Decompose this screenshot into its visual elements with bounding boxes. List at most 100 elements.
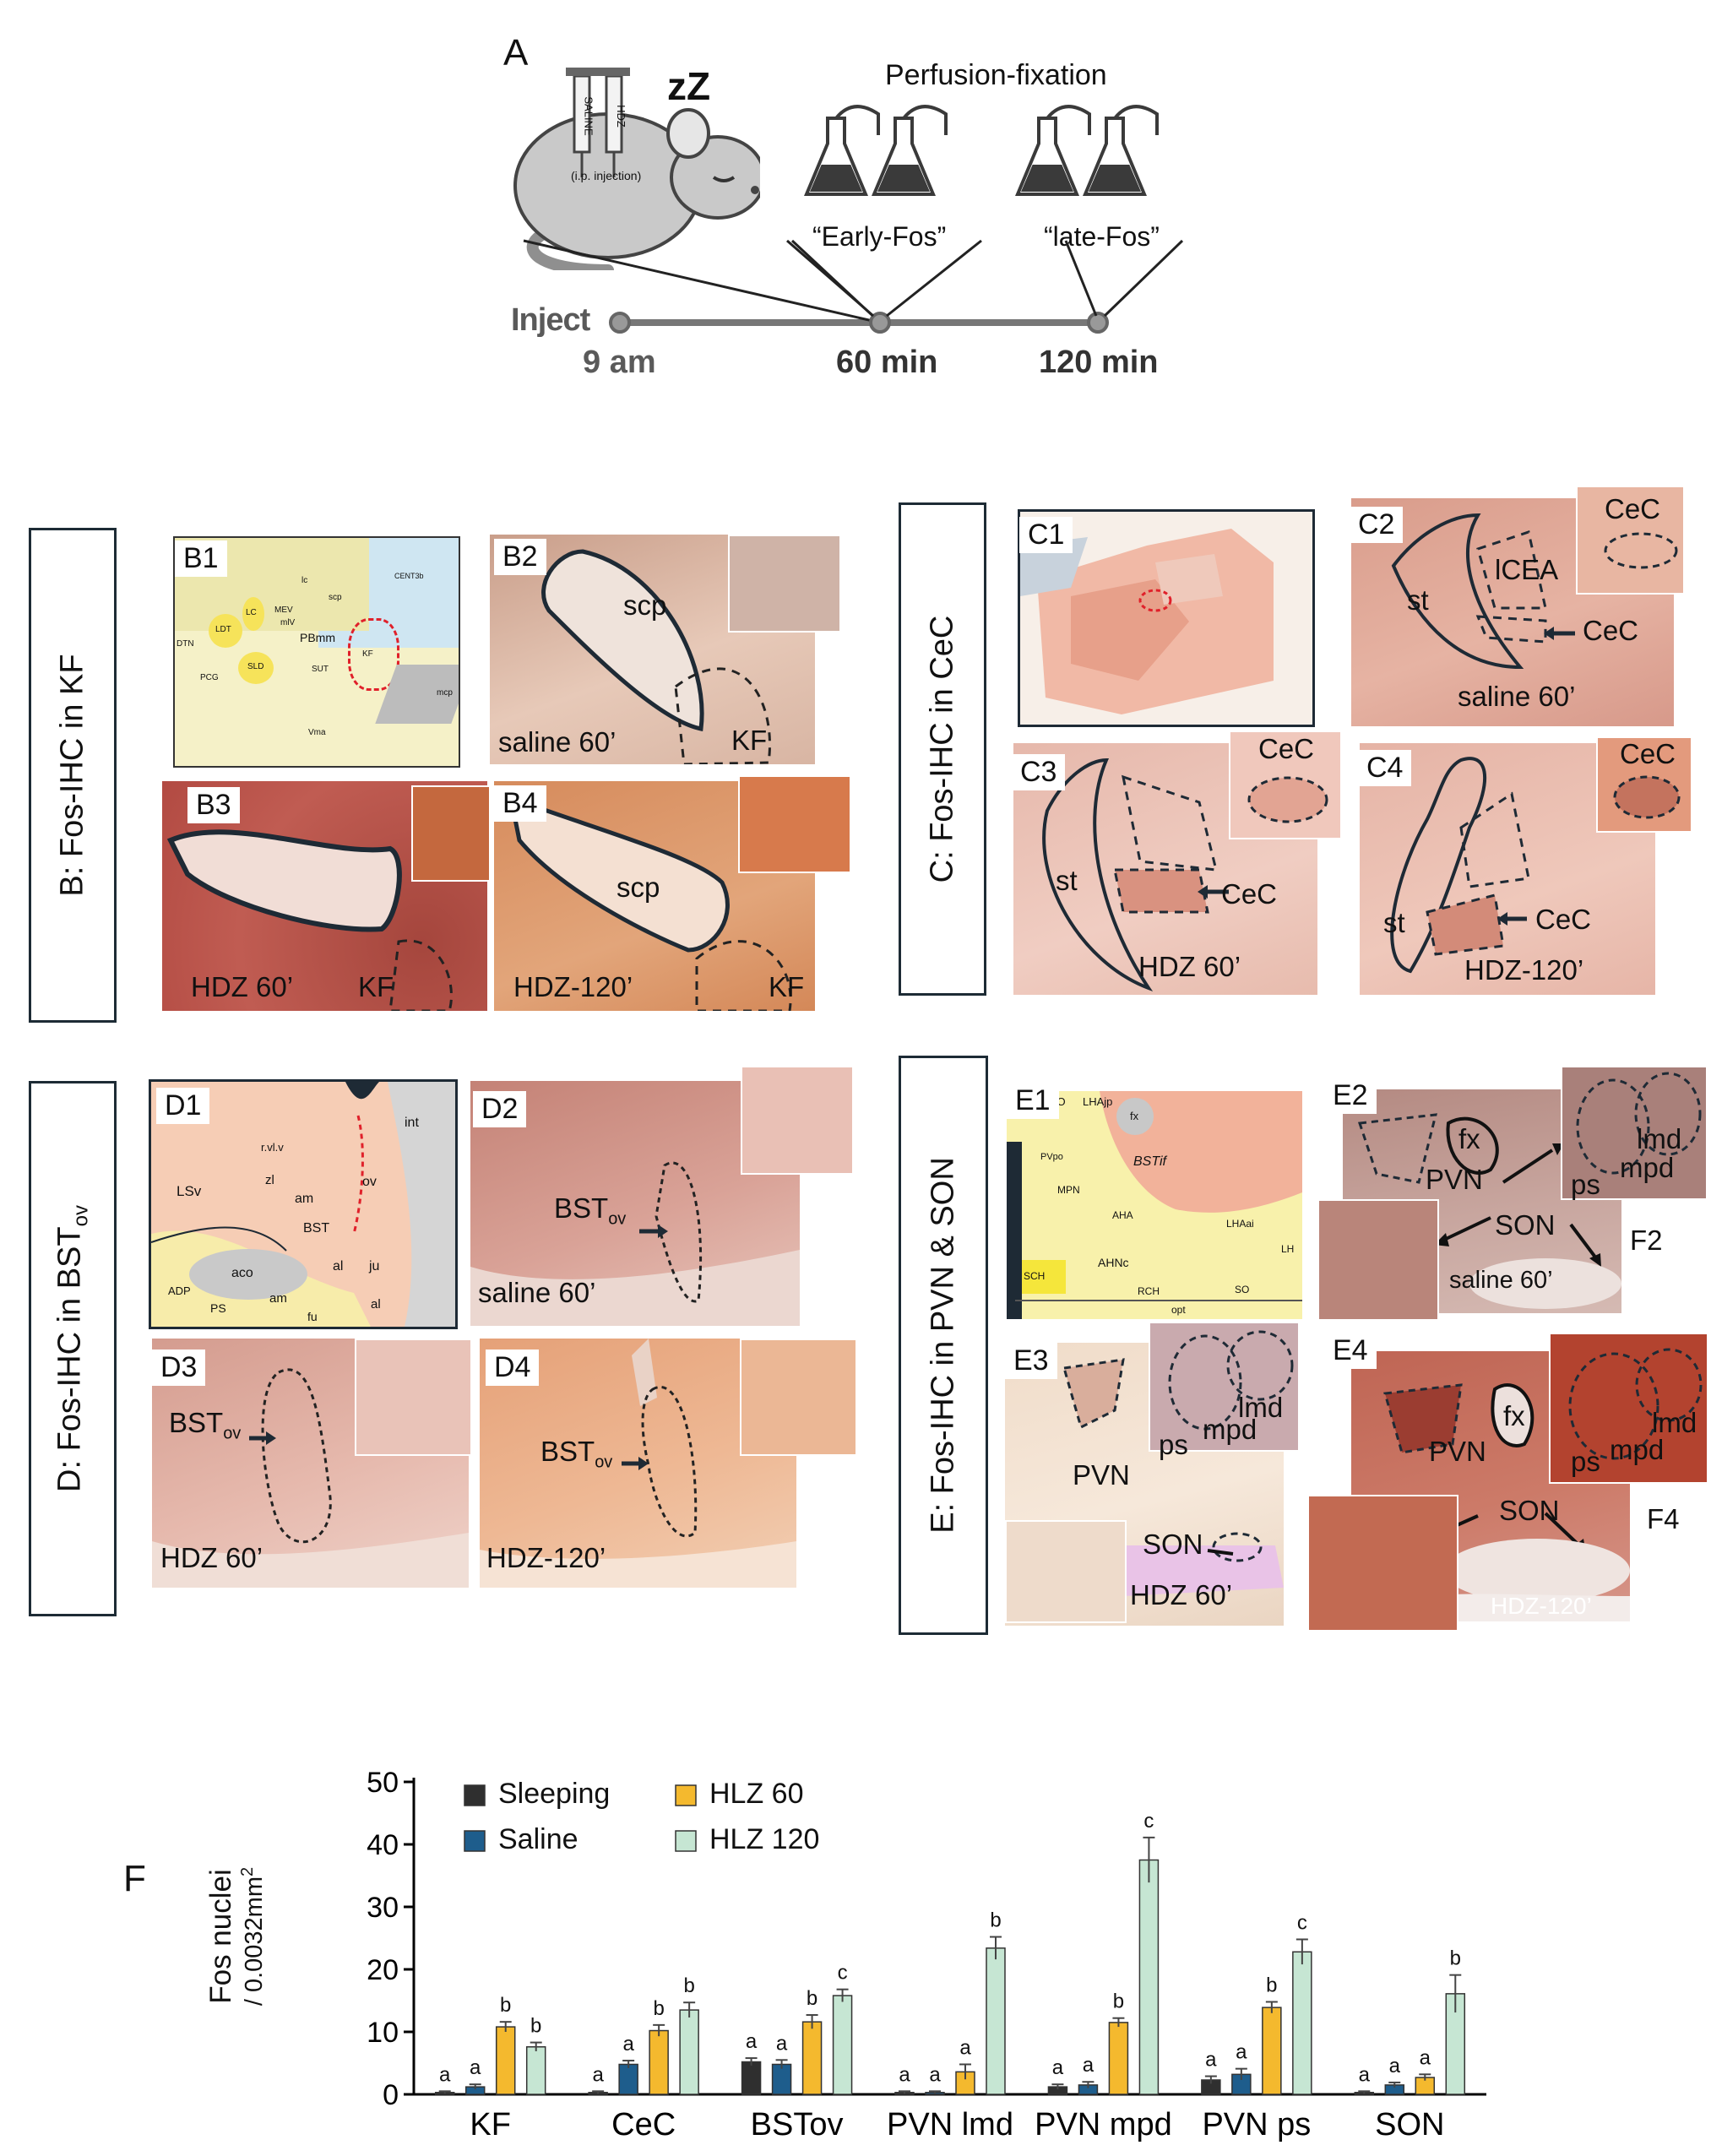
c1-tag: C1 [1019, 517, 1073, 553]
c3-caption: HDZ 60’ [1138, 951, 1241, 982]
syringe-label-saline: SALINE [582, 96, 595, 136]
c4-cec-label: CeC [1535, 904, 1592, 935]
e4-caption: HDZ-120’ [1491, 1593, 1592, 1619]
e2-caption: saline 60’ [1449, 1267, 1553, 1294]
timeline-graphic [523, 239, 1184, 334]
significance-letter: a [776, 2032, 788, 2055]
atlas-label-mlv: mlV [280, 618, 296, 627]
c1-atlas-image [1018, 509, 1315, 727]
legend-label-hlz-120: HLZ 120 [709, 1823, 819, 1855]
atlas-label-vma: Vma [308, 728, 326, 737]
panel-d-side-label-text: D: Fos-IHC in BST [52, 1226, 88, 1492]
significance-letter: a [622, 2033, 634, 2056]
legend-swatch-sleeping [464, 1784, 486, 1806]
e2-fx-label: fx [1458, 1123, 1480, 1154]
bar-sleeping-bstov [741, 2061, 762, 2095]
e2-son-label: SON [1495, 1209, 1556, 1241]
significance-letter: a [746, 2030, 758, 2053]
e1-label-lh: LH [1281, 1243, 1295, 1255]
significance-letter: a [439, 2063, 451, 2086]
significance-letter: a [959, 2036, 971, 2059]
significance-letter: b [683, 1974, 694, 1997]
panel-b-side-label-box: B: Fos-IHC in KF [29, 528, 117, 1023]
e1-label-lhajp: LHAjp [1083, 1095, 1113, 1108]
e4-inset [1549, 1333, 1708, 1484]
panel-c-side-label: C: Fos-IHC in CeC [924, 615, 960, 883]
y-tick-label-10: 10 [367, 2017, 399, 2049]
d1-label-am2: am [269, 1291, 287, 1306]
panel-c-side-label-box: C: Fos-IHC in CeC [899, 502, 986, 996]
significance-letter: b [1266, 1974, 1277, 1996]
atlas-label-lc-small: lc [301, 576, 308, 585]
f4-tag: F4 [1647, 1503, 1680, 1534]
e1-label-bstif: BSTif [1133, 1154, 1166, 1169]
b4-inset [738, 775, 851, 873]
d4-caption: HDZ-120’ [486, 1542, 606, 1573]
b3-inset [411, 785, 491, 882]
d3-tag: D3 [152, 1350, 206, 1386]
d4-tag: D4 [486, 1350, 540, 1386]
d3-bst-label: BSTov [169, 1407, 241, 1444]
e2-inset [1561, 1066, 1708, 1200]
c4-tag: C4 [1358, 750, 1412, 786]
d1-label-al: al [333, 1259, 344, 1274]
y-axis-title: Fos nuclei / 0.0032mm2 [186, 1867, 287, 2006]
significance-letter: a [1205, 2049, 1217, 2072]
y-axis-title-rotated: Fos nuclei / 0.0032mm2 [204, 1867, 269, 2006]
significance-letter: a [1083, 2054, 1094, 2077]
f2-tag: F2 [1630, 1225, 1663, 1256]
d1-label-ju: ju [369, 1259, 380, 1274]
d3-bst-sub: ov [223, 1424, 242, 1443]
late-fos-label: “late-Fos” [1044, 221, 1160, 252]
legend-label-saline: Saline [498, 1823, 578, 1855]
legend-label-sleeping: Sleeping [498, 1778, 610, 1810]
e4-fx-label: fx [1503, 1400, 1525, 1431]
d2-bst-sub: ov [608, 1209, 627, 1229]
timeline-start-time: 9 am [583, 345, 656, 380]
d1-label-ps: PS [210, 1301, 226, 1315]
b2-caption: saline 60’ [498, 726, 617, 758]
e1-label-pvpo: PVpo [1040, 1152, 1063, 1162]
d4-bst-text: BST [540, 1436, 595, 1467]
d1-label-am: am [295, 1192, 314, 1206]
injection-label: (i.p. injection) [571, 169, 642, 182]
e1-label-fx: fx [1130, 1110, 1139, 1122]
significance-letter: a [1389, 2055, 1401, 2077]
early-fos-connector-lines [786, 239, 982, 318]
significance-letter: a [470, 2056, 481, 2079]
perfusion-fixation-title: Perfusion-fixation [885, 59, 1107, 91]
panel-d-side-label: D: Fos-IHC in BSTov [52, 1205, 94, 1492]
significance-letter: c [1143, 1810, 1154, 1833]
bar-hlz-120-bstov [832, 1995, 853, 2095]
d2-caption: saline 60’ [478, 1277, 596, 1308]
b2-inset [728, 535, 841, 633]
y-axis-label: Fos nuclei [204, 1869, 238, 2004]
y-tick-label-20: 20 [367, 1954, 399, 1986]
panel-e-side-label: E: Fos-IHC in PVN & SON [925, 1157, 961, 1534]
b4-tag: B4 [494, 785, 546, 822]
b3-caption: HDZ 60’ [191, 971, 294, 1002]
b4-scp-label: scp [617, 872, 660, 903]
e4-pvn-label: PVN [1429, 1436, 1486, 1467]
c2-lcea-label: lCEA [1495, 554, 1559, 585]
panel-b-side-label: B: Fos-IHC in KF [54, 654, 90, 897]
bar-hlz-60-cec [649, 2029, 669, 2095]
e3-tag: E3 [1005, 1343, 1057, 1379]
e4-mpd-label: mpd [1610, 1434, 1665, 1465]
c3-cec-inset-label: CeC [1258, 733, 1315, 764]
x-tick-label-pvn-mpd: PVN mpd [1035, 2107, 1172, 2142]
d3-inset [355, 1339, 472, 1456]
b4-caption: HDZ-120’ [513, 971, 633, 1002]
bar-hlz-60-pvn-mpd [1108, 2022, 1129, 2095]
y-tick-label-0: 0 [383, 2079, 399, 2111]
x-tick-label-pvn-ps: PVN ps [1202, 2107, 1311, 2142]
bar-hlz-120-pvn-mpd [1138, 1859, 1160, 2095]
bar-saline-bstov [771, 2063, 792, 2095]
legend-label-hlz-60: HLZ 60 [709, 1778, 804, 1810]
c4-caption: HDZ-120’ [1464, 954, 1584, 986]
significance-letter: b [500, 1994, 511, 2017]
b2-kf-label: KF [731, 725, 768, 756]
bar-saline-cec [618, 2063, 638, 2095]
c4-inset [1596, 736, 1692, 833]
d1-label-zl: zl [265, 1173, 274, 1187]
